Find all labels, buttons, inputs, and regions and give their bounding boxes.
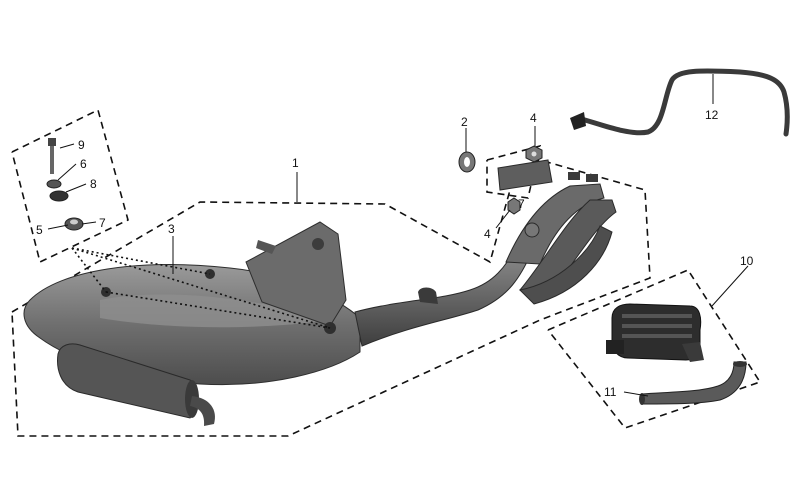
- sensor-group-outline: [547, 268, 762, 429]
- callout-1: 1: [292, 156, 299, 170]
- o2-sensor-part-10: [606, 303, 704, 362]
- callout-4-lower: 4: [484, 227, 491, 241]
- leader-lines: [47, 74, 749, 397]
- nut-part-4-lower: [507, 197, 521, 215]
- callout-8: 8: [90, 177, 97, 191]
- nut-part-4-top: [525, 145, 543, 163]
- callout-6: 6: [80, 157, 87, 171]
- grommet-part-8: [49, 190, 69, 202]
- callout-4-top: 4: [530, 111, 537, 125]
- gasket-part-2: [458, 151, 476, 173]
- hardware-kit-outline: [11, 108, 129, 264]
- callout-3: 3: [168, 222, 175, 236]
- callout-7-kit: 7: [99, 216, 106, 230]
- hose-part-11: [639, 361, 747, 405]
- collar-nut-part-7: [64, 217, 84, 231]
- washer-part-6: [46, 179, 62, 189]
- callout-5: 5: [36, 223, 43, 237]
- gasket-group-outline: [486, 144, 542, 199]
- callout-7-flange: 7: [518, 197, 525, 211]
- tube-part-12: [570, 68, 790, 137]
- part-3-indicator-lines: [71, 247, 331, 329]
- callout-11: 11: [604, 385, 617, 399]
- callout-12: 12: [705, 108, 719, 122]
- muffler-assembly: [23, 159, 617, 426]
- callout-10: 10: [740, 254, 754, 268]
- bolt-part-9: [48, 138, 56, 174]
- callout-9: 9: [78, 138, 85, 152]
- callout-2: 2: [461, 115, 468, 129]
